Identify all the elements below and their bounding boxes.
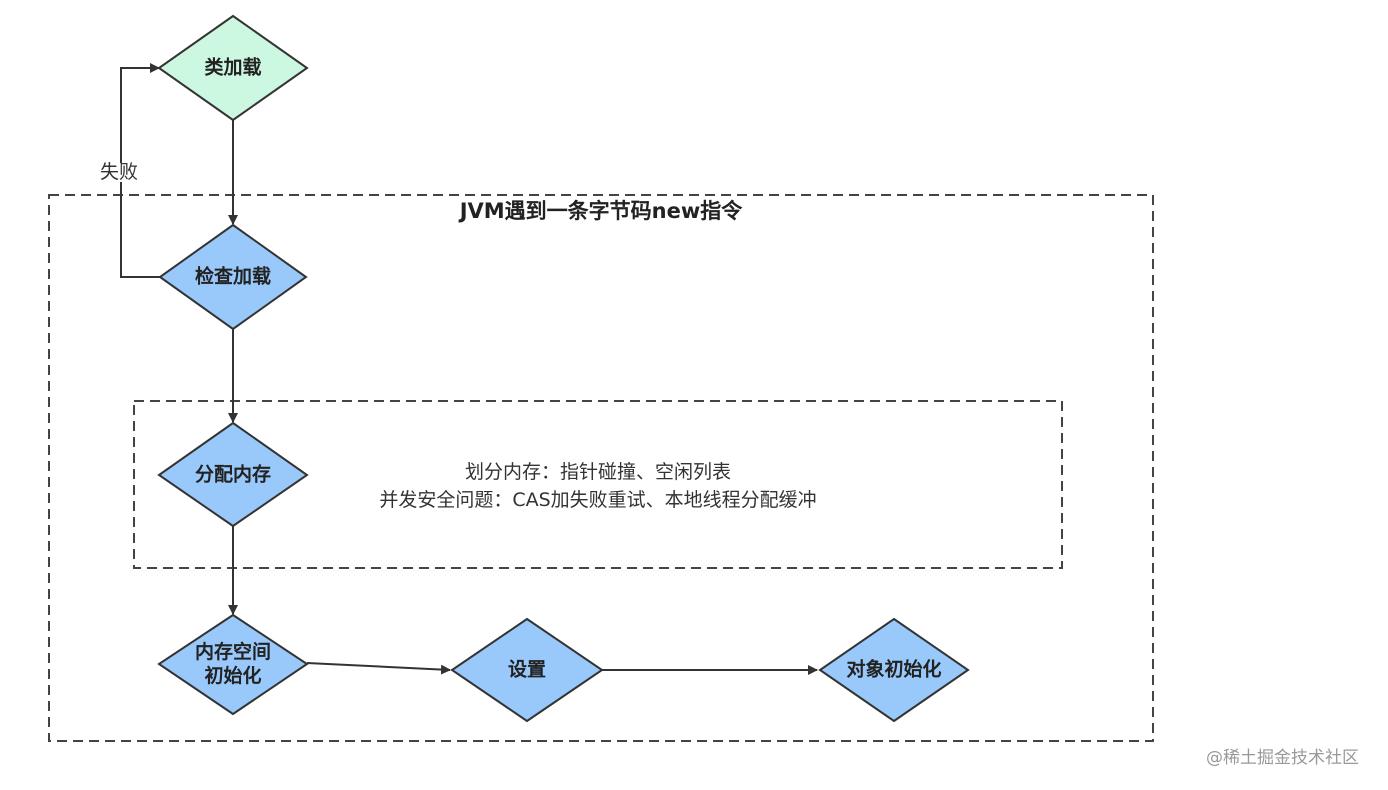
- edge-fail-label: 失败: [98, 161, 141, 183]
- node-mem-init-line-1: 内存空间: [194, 641, 272, 663]
- note-line-2: 并发安全问题：CAS加失败重试、本地线程分配缓冲: [379, 489, 817, 511]
- node-alloc-memory-label: 分配内存: [194, 463, 272, 486]
- inner-frame: [133, 400, 1063, 569]
- outer-frame-title: JVM遇到一条字节码new指令: [459, 199, 743, 223]
- inner-frame-note: 划分内存：指针碰撞、空闲列表 并发安全问题：CAS加失败重试、本地线程分配缓冲: [379, 458, 816, 514]
- node-obj-init: [818, 617, 970, 723]
- edge-meminit-to-setup: [306, 662, 451, 675]
- node-check-load-label: 检查加载: [194, 265, 272, 288]
- node-check-load: [158, 223, 308, 331]
- node-mem-init: [157, 613, 309, 716]
- node-class-load: [157, 14, 309, 122]
- node-obj-init-label: 对象初始化: [846, 658, 942, 681]
- note-line-1: 划分内存：指针碰撞、空闲列表: [464, 461, 732, 483]
- node-setup: [450, 617, 604, 723]
- watermark: @稀土掘金技术社区: [1206, 748, 1359, 768]
- node-class-load-label: 类加载: [204, 56, 262, 79]
- node-mem-init-line-2: 初始化: [204, 665, 262, 687]
- outer-frame: [48, 194, 1154, 742]
- node-setup-label: 设置: [507, 658, 547, 681]
- node-mem-init-label: 内存空间 初始化: [195, 640, 271, 688]
- node-alloc-memory: [157, 421, 309, 528]
